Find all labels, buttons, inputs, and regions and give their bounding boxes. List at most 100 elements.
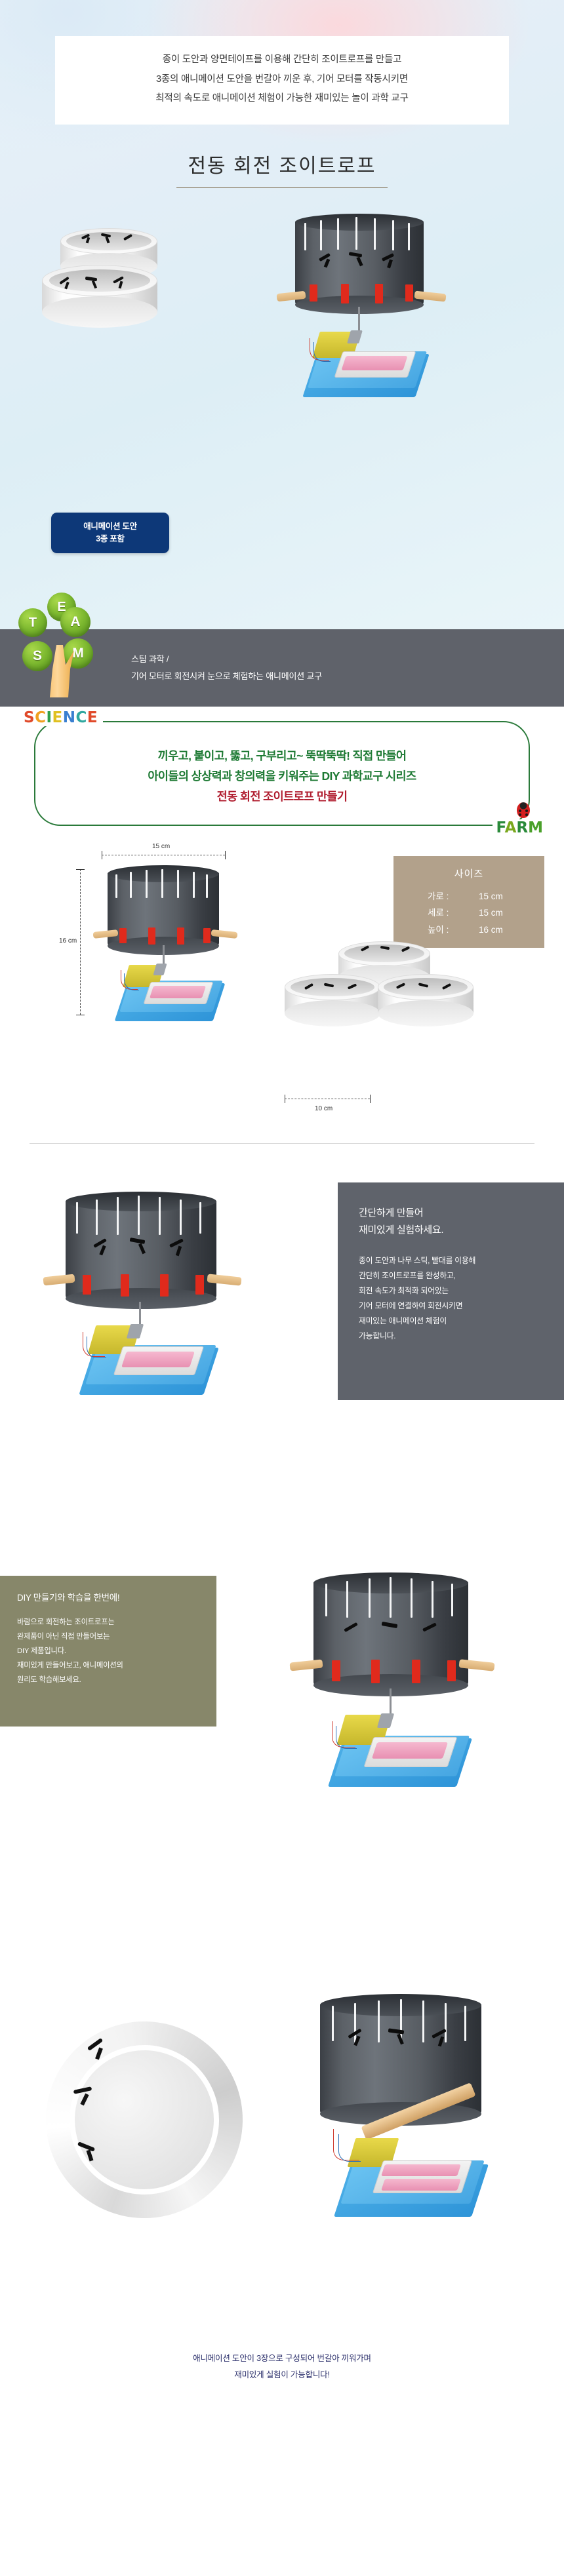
diy-axle xyxy=(390,1688,392,1721)
diy-body-line-4: 재미있게 만들어보고, 애니메이션의 xyxy=(17,1661,123,1669)
diy-body: 바람으로 회전하는 조이트로프는 완제품이 아닌 직접 만들어보는 DIY 제품… xyxy=(17,1615,201,1687)
spec-paper-rings xyxy=(262,940,525,1045)
diy-battery xyxy=(371,1742,449,1759)
dim-cap-width-right xyxy=(225,850,226,859)
diy-drum xyxy=(313,1572,468,1696)
feature-body-line-1: 종이 도안과 나무 스틱, 빨대를 이용해 xyxy=(359,1256,476,1266)
badge-line-2: 3종 포함 xyxy=(96,534,125,543)
spec-ring-right xyxy=(378,973,473,1026)
zoetrope-assembly xyxy=(275,197,459,472)
feature-body: 종이 도안과 나무 스틱, 빨대를 이용해 간단히 조이트로프를 완성하고, 회… xyxy=(359,1253,544,1344)
footer-note: 애니메이션 도안이 3장으로 구성되어 번갈아 끼워가며 재미있게 실험이 가능… xyxy=(0,2335,564,2415)
steam-leaf-a: A xyxy=(60,607,91,637)
steam-tree-logo: S T E A M xyxy=(7,593,111,707)
diy-body-line-1: 바람으로 회전하는 조이트로프는 xyxy=(17,1618,115,1626)
hero-caption-line-2: 3종의 애니메이션 도안을 번갈아 끼운 후, 기어 모터를 작동시키면 xyxy=(156,73,408,85)
title-underline xyxy=(176,187,388,188)
sf-line-3: 전동 회전 조이트로프 만들기 xyxy=(216,790,348,804)
animation-pattern-badge: 애니메이션 도안 3종 포함 xyxy=(51,513,169,553)
size-row-height: 높이 : 16 cm xyxy=(393,922,544,939)
bottom-drum xyxy=(320,1993,481,2126)
bottom-gallery xyxy=(0,1968,564,2336)
science-farm-section: SCIENCE 끼우고, 붙이고, 뚫고, 구부리고~ 뚝딱뚝딱! 직접 만들어… xyxy=(0,707,564,836)
steam-leaf-t: T xyxy=(18,608,47,637)
section-divider-1 xyxy=(30,1142,534,1144)
diy-illustration xyxy=(262,1569,538,1851)
feature-text-panel: 간단하게 만들어 재미있게 실험하세요. 종이 도안과 나무 스틱, 빨대를 이… xyxy=(338,1182,564,1400)
spec-axle xyxy=(163,945,165,971)
hero-section: 종이 도안과 양면테이프를 이용해 간단히 조이트로프를 만들고 3종의 애니메… xyxy=(0,0,564,629)
size-key-height: 높이 : xyxy=(428,924,449,935)
feature-head-line-1: 간단하게 만들어 xyxy=(359,1207,424,1219)
diy-text-panel: DIY 만들기와 학습을 한번에! 바람으로 회전하는 조이트로프는 완제품이 … xyxy=(0,1575,216,1727)
diy-body-line-2: 완제품이 아닌 직접 만들어보는 xyxy=(17,1632,110,1641)
footer-line-2: 재미있게 실험이 가능합니다! xyxy=(234,2370,330,2379)
size-key-width: 가로 : xyxy=(428,891,449,901)
page-title: 전동 회전 조이트로프 xyxy=(188,155,376,177)
diy-body-line-5: 원리도 학습해보세요. xyxy=(17,1675,81,1684)
science-wordmark: SCIENCE xyxy=(18,709,104,726)
feature-battery xyxy=(121,1351,195,1367)
size-key-depth: 세로 : xyxy=(428,908,449,918)
feature-section: 간단하게 만들어 재미있게 실험하세요. 종이 도안과 나무 스틱, 빨대를 이… xyxy=(0,1169,564,1563)
feature-head-line-2: 재미있게 실험하세요. xyxy=(359,1224,444,1236)
size-row-width: 가로 : 15 cm xyxy=(393,888,544,905)
spec-wire-blue xyxy=(124,973,139,990)
badge-line-1: 애니메이션 도안 xyxy=(83,521,137,531)
product-detail-page: 종이 도안과 양면테이프를 이용해 간단히 조이트로프를 만들고 3종의 애니메… xyxy=(0,0,564,2415)
wire-blue xyxy=(313,342,331,362)
steam-leaf-s: S xyxy=(22,641,52,671)
zoetrope-drum xyxy=(295,214,424,314)
ladybug-icon xyxy=(517,802,530,818)
size-value-height: 16 cm xyxy=(479,924,503,935)
bottom-right-assembly-illustration xyxy=(282,1989,544,2277)
feature-body-line-6: 가능합니다. xyxy=(359,1331,396,1341)
dim-label-rings: 10 cm xyxy=(315,1104,333,1112)
steam-desc-line-2: 기어 모터로 회전시켜 눈으로 체험하는 애니메이션 교구 xyxy=(131,671,322,681)
feature-body-line-4: 기어 모터에 연결하여 회전시키면 xyxy=(359,1301,463,1311)
feature-body-line-2: 간단히 조이트로프를 완성하고, xyxy=(359,1271,456,1281)
hero-caption-line-3: 최적의 속도로 애니메이션 체험이 가능한 재미있는 놀이 과학 교구 xyxy=(155,93,409,104)
bottom-battery-2 xyxy=(381,2178,461,2191)
diy-body-line-3: DIY 제품입니다. xyxy=(17,1647,66,1655)
diy-section: DIY 만들기와 학습을 한번에! 바람으로 회전하는 조이트로프는 완제품이 … xyxy=(0,1562,564,1969)
bottom-left-ring-illustration xyxy=(26,1995,262,2271)
hero-title-wrap: 전동 회전 조이트로프 xyxy=(0,149,564,188)
dim-cap-rings-right xyxy=(370,1094,371,1103)
diy-wire-blue xyxy=(336,1725,357,1749)
size-row-depth: 세로 : 15 cm xyxy=(393,905,544,922)
feature-body-line-5: 재미있는 애니메이션 체험이 xyxy=(359,1316,447,1326)
farm-wordmark: FARM xyxy=(492,819,547,836)
bottom-wire-blue xyxy=(338,2134,361,2162)
feature-illustration xyxy=(39,1189,315,1451)
feature-drum xyxy=(66,1191,216,1309)
spec-battery xyxy=(149,985,207,998)
dim-label-height: 16 cm xyxy=(59,937,77,945)
steam-band: S T E A M 스팀 과학 / 기어 모터로 회전시켜 눈으로 체험하는 애… xyxy=(0,593,564,707)
size-box-title: 사이즈 xyxy=(454,868,484,880)
size-spec-box: 사이즈 가로 : 15 cm 세로 : 15 cm 높이 : 16 cm xyxy=(393,855,544,948)
spec-section: 사이즈 가로 : 15 cm 세로 : 15 cm 높이 : 16 cm 15 … xyxy=(0,834,564,1169)
feature-body-line-3: 회전 속도가 최적화 되어있는 xyxy=(359,1286,449,1296)
feature-heading: 간단하게 만들어 재미있게 실험하세요. xyxy=(359,1205,544,1239)
sf-line-2: 아이들의 상상력과 창의력을 키워주는 DIY 과학교구 시리즈 xyxy=(148,769,416,783)
paper-ring-front xyxy=(42,265,157,328)
size-value-depth: 15 cm xyxy=(479,908,503,918)
dim-line-height xyxy=(80,868,81,1015)
spec-drum-top-rim xyxy=(108,865,219,882)
axle xyxy=(358,307,360,338)
feature-axle xyxy=(139,1301,141,1332)
hero-illustration xyxy=(0,197,564,478)
drum-top-rim xyxy=(295,214,424,231)
spec-zoetrope-illustration xyxy=(92,865,243,1037)
steam-description: 스팀 과학 / 기어 모터로 회전시켜 눈으로 체험하는 애니메이션 교구 xyxy=(131,651,322,685)
dim-cap-height-top xyxy=(76,868,85,870)
feature-drum-top-rim xyxy=(66,1191,216,1211)
bottom-ring-large xyxy=(30,2005,258,2234)
science-farm-copy: 끼우고, 붙이고, 뚫고, 구부리고~ 뚝딱뚝딱! 직접 만들어 아이들의 상상… xyxy=(0,730,564,813)
bottom-battery-1 xyxy=(381,2164,461,2176)
dim-label-width: 15 cm xyxy=(152,842,171,850)
feature-wire-blue xyxy=(87,1336,106,1358)
sf-line-1: 끼우고, 붙이고, 뚫고, 구부리고~ 뚝딱뚝딱! 직접 만들어 xyxy=(157,749,407,762)
steam-desc-line-1: 스팀 과학 / xyxy=(131,654,169,664)
